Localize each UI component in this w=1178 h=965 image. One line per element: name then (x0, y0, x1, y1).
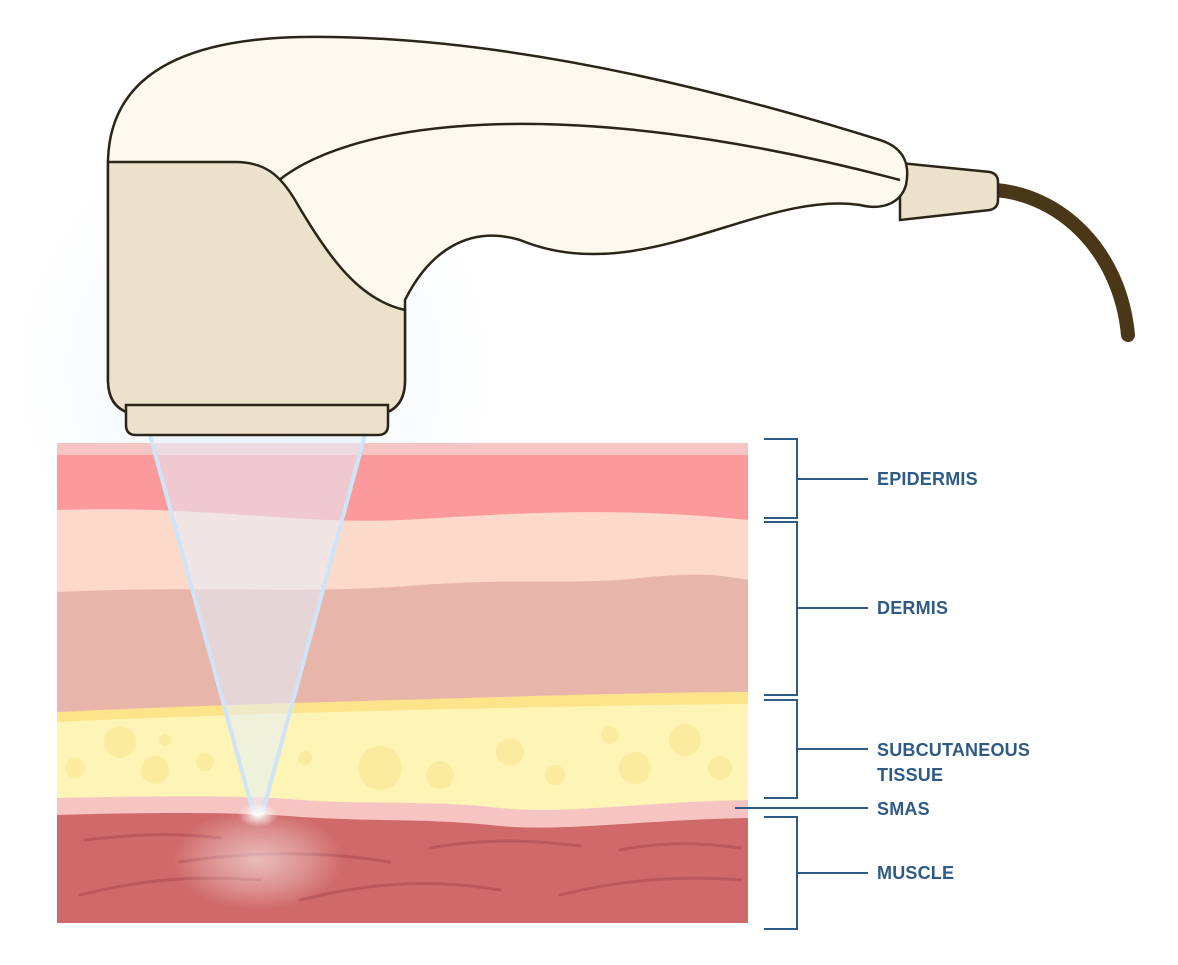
bracket-dermis (764, 521, 798, 696)
probe-neck (898, 161, 1000, 222)
cable (988, 183, 1135, 342)
label-smas: SMAS (877, 799, 930, 819)
label-dermis: DERMIS (877, 598, 949, 618)
label-subcutaneous-line1: SUBCUTANEOUS (877, 740, 1031, 760)
ultrasound-probe (106, 35, 1135, 437)
focal-zone (173, 810, 343, 910)
transducer-face (124, 403, 390, 437)
label-brackets (735, 438, 868, 930)
muscle-layer (57, 812, 748, 923)
bracket-epidermis (764, 438, 798, 519)
label-muscle: MUSCLE (877, 863, 955, 883)
ultrasound-beam (148, 434, 367, 827)
fat-cells (65, 724, 732, 790)
label-epidermis: EPIDERMIS (877, 469, 978, 489)
bracket-muscle (764, 816, 798, 930)
handle-grip-line (269, 122, 901, 189)
label-subcutaneous-line2: TISSUE (877, 765, 944, 785)
bracket-subcutaneous (764, 699, 798, 799)
skin-layers (57, 443, 748, 923)
